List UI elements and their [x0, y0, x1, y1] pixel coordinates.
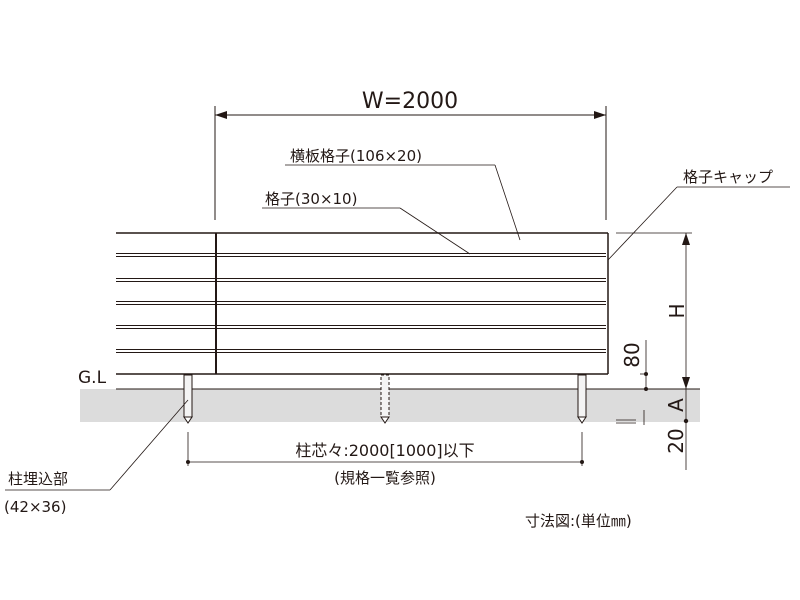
lattice-bar — [116, 301, 606, 305]
post-spacing-note: (規格一覧参照) — [334, 469, 436, 487]
clearance-label: 80 — [620, 342, 644, 367]
embed-depth-label: A — [664, 398, 688, 412]
lattice-label: 格子(30×10) — [265, 190, 357, 208]
width-dimension: W=2000 — [214, 89, 607, 220]
width-label: W=2000 — [362, 89, 458, 114]
height-dimension: H 80 A 20 — [616, 232, 692, 470]
lattice-bar — [116, 278, 606, 282]
lattice-bar — [116, 253, 606, 257]
units-note: 寸法図:(単位㎜) — [525, 512, 632, 530]
lattice-bar — [116, 325, 606, 329]
post-embed-label: 柱埋込部 — [8, 470, 68, 488]
lattice-cap-label: 格子キャップ — [683, 168, 773, 186]
post — [183, 374, 193, 424]
post-spacing-label: 柱芯々:2000[1000]以下 — [295, 441, 474, 460]
bottom-dimension-label: 20 — [664, 428, 688, 453]
fence-panel — [116, 232, 609, 375]
horizontal-board-label: 横板格子(106×20) — [290, 147, 422, 165]
posts — [183, 374, 587, 424]
post-spacing-dimension: 柱芯々:2000[1000]以下 (規格一覧参照) — [186, 432, 584, 487]
lattice-bar — [116, 349, 606, 353]
post — [380, 374, 390, 424]
post-embed-size-label: (42×36) — [4, 498, 66, 516]
height-label: H — [665, 303, 689, 318]
post — [577, 374, 587, 424]
ground-level-label: G.L — [78, 368, 107, 388]
